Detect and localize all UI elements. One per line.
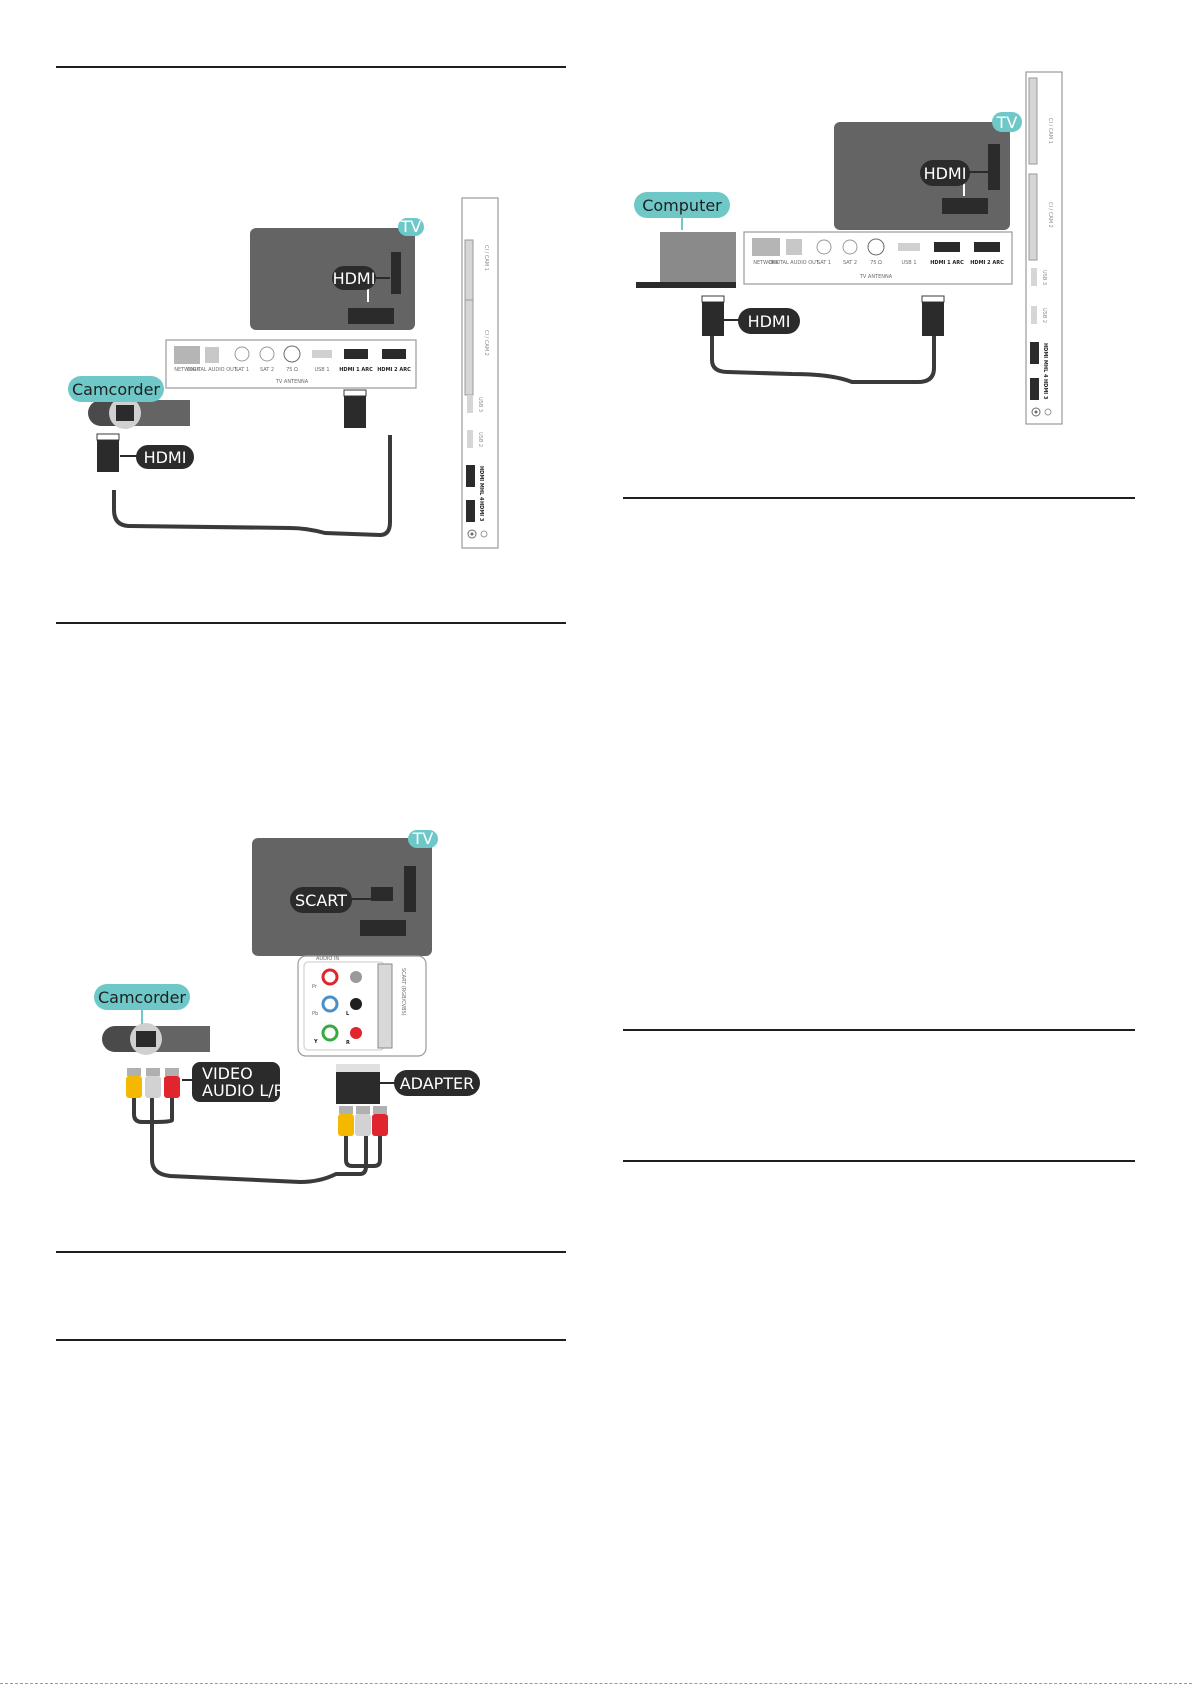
port-sat1: SAT 1 (235, 367, 249, 373)
port-hdmi1: HDMI 1 ARC (339, 367, 373, 373)
camcorder: Camcorder (68, 376, 190, 429)
side-port-hdmi-mhl: HDMI MHL 4 (1042, 343, 1048, 378)
cable-label: HDMI (748, 312, 791, 331)
port-digital-audio: DIGITAL AUDIO OUT (769, 260, 820, 266)
device-label: Computer (642, 196, 722, 215)
port-hdmi2: HDMI 2 ARC (970, 260, 1004, 266)
side-port-usb3: USB 3 (477, 397, 483, 412)
side-port-hdmi3: HDMI 3 (478, 501, 484, 522)
tv: TV HDMI (834, 112, 1022, 230)
computer: Computer (634, 192, 736, 288)
cinch-plugs-camcorder (126, 1068, 180, 1098)
side-port-hdmi-mhl: HDMI MHL 4 (478, 466, 484, 501)
port-sat1: SAT 1 (817, 260, 831, 266)
side-port-ci-cam-1: CI / CAM 1 (483, 245, 489, 271)
port-usb1: USB 1 (901, 260, 916, 266)
port-hdmi1: HDMI 1 ARC (930, 260, 964, 266)
camcorder-scart-diagram: TV SCART AUDIO IN Pr Pb L Y R SCART (RGB… (90, 829, 520, 1195)
tv-label: TV (412, 829, 434, 848)
tv-back-port-panel: NETWORK DIGITAL AUDIO OUT SAT 1 SAT 2 75… (743, 231, 1013, 285)
panel-l: L (346, 1011, 350, 1017)
tv-back-port-panel: NETWORK DIGITAL AUDIO OUT SAT 1 SAT 2 75… (165, 339, 417, 389)
panel-audio-in: AUDIO IN (316, 956, 339, 962)
tv: TV HDMI (250, 217, 424, 330)
scart-adapter (336, 1064, 388, 1136)
scart-panel: AUDIO IN Pr Pb L Y R SCART (RGB/CVBS) (297, 955, 427, 1057)
port-digital-audio: DIGITAL AUDIO OUT (187, 367, 238, 373)
cable-label-line2: AUDIO L/R (202, 1081, 285, 1100)
panel-scart: SCART (RGB/CVBS) (400, 968, 406, 1016)
panel-pr: Pr (312, 984, 318, 990)
panel-pb: Pb (312, 1011, 318, 1017)
adapter-label: ADAPTER (380, 1070, 480, 1096)
tv-label: TV (400, 217, 422, 236)
side-port-usb3: USB 3 (1041, 270, 1047, 285)
video-audio-label: VIDEO AUDIO L/R (182, 1062, 285, 1102)
port-antenna: TV ANTENNA (859, 274, 893, 280)
side-port-ci-cam-2: CI / CAM 2 (483, 330, 489, 356)
page-edge-dashed-line (0, 1683, 1192, 1684)
tv-side-panel: CI / CAM 1 CI / CAM 2 USB 3 USB 2 HDMI M… (461, 197, 499, 549)
cable-label-line1: VIDEO (202, 1064, 253, 1083)
device-label: Camcorder (72, 380, 160, 399)
tv-port-label: HDMI (333, 269, 376, 288)
side-port-ci-cam-1: CI / CAM 1 (1047, 118, 1053, 144)
side-port-ci-cam-2: CI / CAM 2 (1047, 202, 1053, 228)
hdmi-cable: HDMI (96, 389, 392, 538)
port-sat2: SAT 2 (260, 367, 274, 373)
tv-port-label: SCART (295, 891, 347, 910)
port-network: NETWORK (174, 367, 200, 373)
device-label: Camcorder (98, 988, 186, 1007)
section-divider (623, 497, 1135, 499)
port-usb1: USB 1 (314, 367, 329, 373)
tv-side-panel: CI / CAM 1 CI / CAM 2 USB 3 USB 2 HDMI M… (1025, 71, 1063, 425)
port-antenna: TV ANTENNA (275, 379, 309, 385)
camcorder-hdmi-diagram: CI / CAM 1 CI / CAM 2 USB 3 USB 2 HDMI M… (68, 190, 510, 560)
tv-label: TV (996, 113, 1018, 132)
cable-label: HDMI (144, 448, 187, 467)
computer-hdmi-diagram: CI / CAM 1 CI / CAM 2 USB 3 USB 2 HDMI M… (632, 68, 1072, 438)
panel-y: Y (313, 1039, 318, 1045)
section-divider (623, 1160, 1135, 1162)
tv-port-label: HDMI (924, 164, 967, 183)
port-sat2: SAT 2 (843, 260, 857, 266)
side-port-usb2: USB 2 (1041, 308, 1047, 323)
side-port-usb2: USB 2 (477, 432, 483, 447)
section-divider (56, 1251, 566, 1253)
section-divider (623, 1029, 1135, 1031)
camcorder: Camcorder (94, 984, 210, 1055)
port-ohm: 75 Ω (870, 260, 882, 266)
panel-r: R (346, 1040, 350, 1046)
side-port-hdmi3: HDMI 3 (1042, 379, 1048, 400)
section-divider (56, 66, 566, 68)
tv: TV SCART (252, 829, 438, 956)
section-divider (56, 622, 566, 624)
cinch-cable (132, 1098, 382, 1185)
port-hdmi2: HDMI 2 ARC (377, 367, 411, 373)
port-network: NETWORK (753, 260, 779, 266)
hdmi-cable: HDMI (701, 295, 945, 384)
adapter-label-text: ADAPTER (400, 1074, 475, 1093)
port-ohm: 75 Ω (286, 367, 298, 373)
section-divider (56, 1339, 566, 1341)
